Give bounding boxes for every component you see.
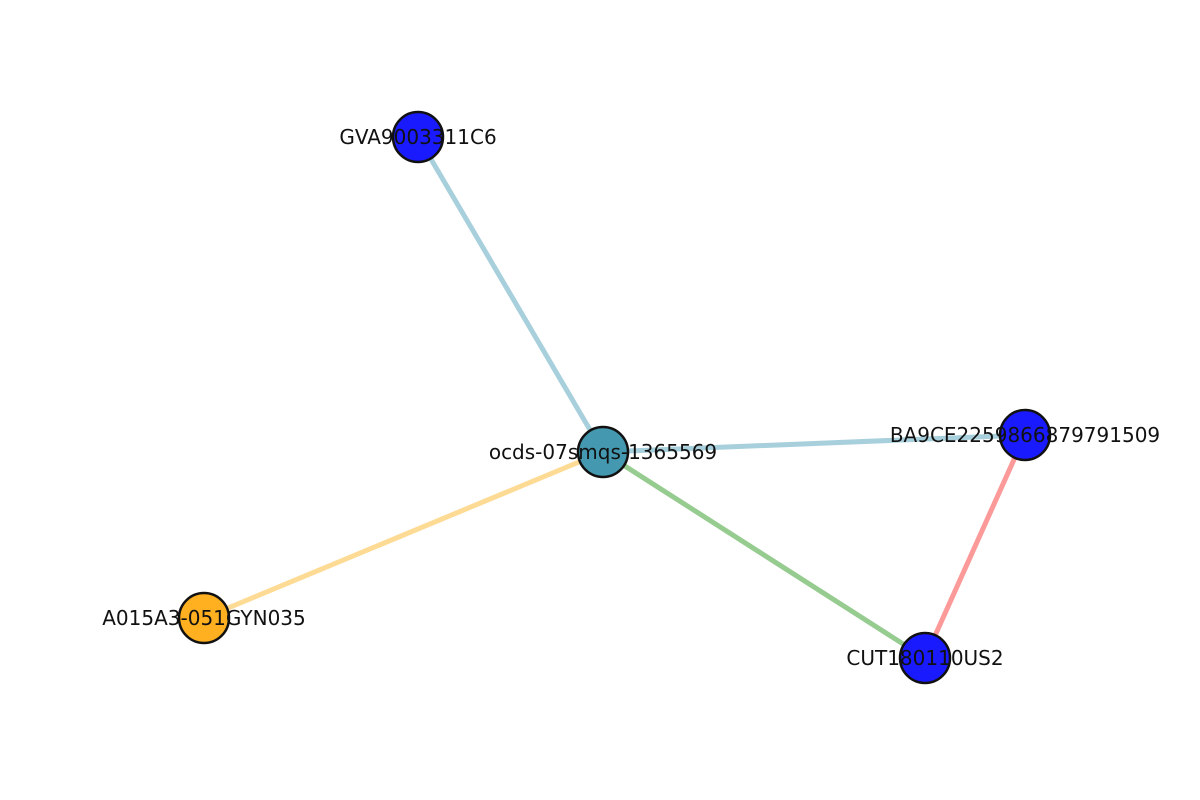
node-label-hub: ocds-07smqs-1365569	[489, 440, 717, 464]
edge-ba9-cut	[922, 432, 1028, 661]
node-cut[interactable]	[898, 631, 952, 685]
labels-layer: GVA9003311C6 ocds-07smqs-1365569 BA9CE2259…	[102, 125, 1160, 670]
node-ba9[interactable]	[998, 408, 1052, 462]
edge-hub-a015	[201, 449, 606, 621]
node-label-a015: A015A3-051GYN035	[102, 606, 306, 630]
edge-hub-ba9	[600, 432, 1028, 455]
node-label-ba9: BA9CE2259866879791509	[890, 423, 1160, 447]
edge-hub-gva	[415, 134, 606, 455]
edges-layer	[201, 134, 1028, 661]
node-label-cut: CUT180110US2	[846, 646, 1003, 670]
nodes-layer	[177, 110, 1052, 685]
node-hub[interactable]	[576, 425, 630, 479]
node-a015[interactable]	[177, 591, 231, 645]
node-label-gva: GVA9003311C6	[339, 125, 496, 149]
edge-hub-cut	[600, 449, 928, 661]
node-gva[interactable]	[391, 110, 445, 164]
